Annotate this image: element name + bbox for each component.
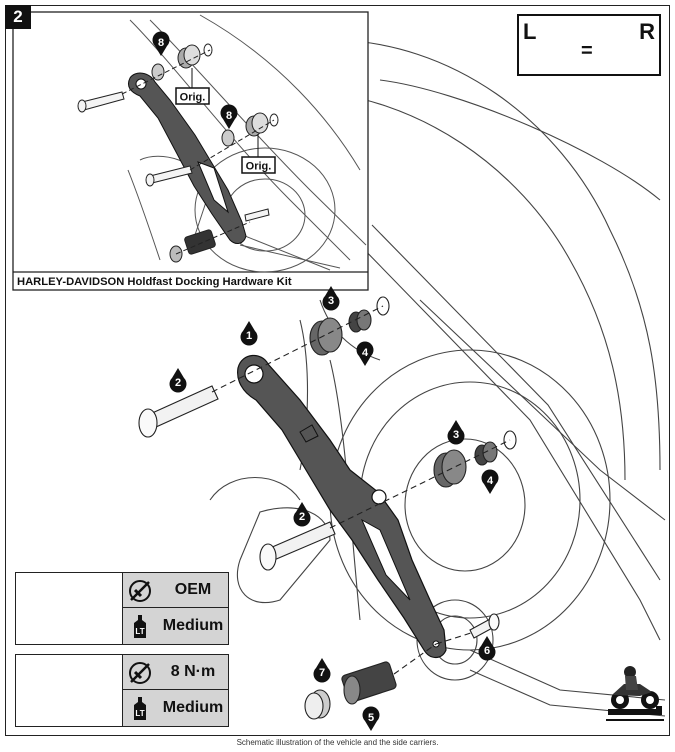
torque-wrench-icon bbox=[129, 662, 151, 684]
callout-number: 3 bbox=[453, 429, 459, 441]
bolts bbox=[138, 385, 500, 639]
orig-label-1: Orig. bbox=[175, 68, 210, 105]
torque-wrench-icon bbox=[129, 580, 151, 602]
callout-number: 3 bbox=[328, 295, 334, 307]
callout-number: 2 bbox=[175, 377, 181, 389]
threadlock-value: Medium bbox=[162, 698, 224, 716]
caption: Schematic illustration of the vehicle an… bbox=[236, 738, 439, 747]
torque-row: 8 N·m bbox=[123, 655, 229, 690]
spec-box-part-2: OEM LT Medium bbox=[15, 572, 229, 645]
callout-pin-8: 8 bbox=[220, 104, 238, 129]
callout-number: 5 bbox=[368, 712, 374, 724]
vehicle-outline bbox=[209, 39, 666, 717]
callout-number: 8 bbox=[158, 37, 164, 49]
left-label: L bbox=[523, 19, 537, 44]
assembly-axes bbox=[211, 305, 511, 675]
callout-pin-7: 7 bbox=[313, 658, 331, 683]
callout-number: 7 bbox=[319, 667, 325, 679]
callout-pin-4: 4 bbox=[481, 469, 499, 494]
orig-label-2: Orig. bbox=[241, 134, 276, 174]
callout-pin-4: 4 bbox=[356, 341, 374, 366]
spec-values: 8 N·m LT Medium bbox=[122, 655, 229, 726]
threadlock-bottle-icon: LT bbox=[134, 615, 146, 638]
callout-number: 8 bbox=[226, 110, 232, 122]
inset-title: HARLEY-DAVIDSON Holdfast Docking Hardwar… bbox=[17, 276, 292, 288]
inset-panel: Orig. Orig. bbox=[12, 11, 369, 291]
threadlock-lt-text: LT bbox=[135, 627, 144, 636]
callout-pin-3: 3 bbox=[322, 286, 340, 311]
spacers bbox=[309, 296, 517, 488]
spec-box-part-6: 8 N·m LT Medium bbox=[15, 654, 229, 727]
torque-row: OEM bbox=[123, 573, 229, 608]
callout-pin-2: 2 bbox=[169, 368, 187, 393]
torque-value: 8 N·m bbox=[170, 663, 216, 680]
threadlock-value: Medium bbox=[162, 616, 224, 634]
threadlock-bottle-icon: LT bbox=[134, 697, 146, 720]
callout-pin-6: 6 bbox=[478, 636, 496, 661]
threadlock-row: LT Medium bbox=[123, 690, 229, 725]
threadlock-lt-text: LT bbox=[135, 709, 144, 718]
step-number: 2 bbox=[5, 5, 31, 29]
callout-number: 6 bbox=[484, 645, 490, 657]
side-carrier-bracket bbox=[237, 354, 447, 659]
threadlock-row: LT Medium bbox=[123, 608, 229, 643]
bottom-bushing bbox=[304, 661, 397, 720]
motorcycle-rider-icon bbox=[602, 666, 664, 721]
spec-values: OEM LT Medium bbox=[122, 573, 229, 644]
callout-pin-1: 1 bbox=[240, 321, 258, 346]
callout-pin-3: 3 bbox=[447, 420, 465, 445]
left-right-symmetry-box: L = R bbox=[517, 14, 661, 76]
callout-number: 1 bbox=[246, 330, 252, 342]
callout-pin-5: 5 bbox=[362, 706, 380, 731]
equals-sign: = bbox=[581, 40, 593, 62]
callout-number: 4 bbox=[487, 475, 494, 487]
callout-number: 4 bbox=[362, 347, 369, 359]
torque-value: OEM bbox=[174, 581, 212, 598]
orig-label-text: Orig. bbox=[180, 92, 206, 104]
callout-number: 2 bbox=[299, 511, 305, 523]
callout-pin-2: 2 bbox=[293, 502, 311, 527]
callout-pin-8: 8 bbox=[152, 31, 170, 56]
orig-label-text: Orig. bbox=[246, 161, 272, 173]
right-label: R bbox=[639, 19, 655, 44]
step-frame bbox=[5, 5, 670, 736]
